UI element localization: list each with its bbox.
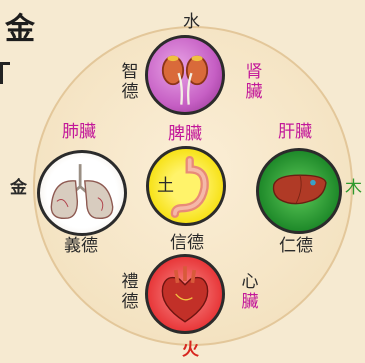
spleen-organ-label: 脾臟: [168, 124, 202, 144]
heart-virtue-char-2: 德: [120, 292, 140, 312]
heart-organ-char-1: 心: [240, 272, 260, 292]
spleen-virtue-label: 信德: [170, 233, 204, 253]
liver-icon: [259, 151, 339, 231]
element-metal-label: 金: [10, 178, 27, 198]
element-fire-label: 火: [182, 340, 199, 360]
heart-organ-char-2: 臟: [240, 292, 260, 312]
element-wood-label: 木: [345, 178, 362, 198]
liver-organ-label: 肝臟: [278, 122, 312, 142]
corner-fragment: [0, 62, 10, 84]
liver-virtue-label: 仁德: [279, 236, 313, 256]
kidney-icon: [148, 38, 222, 112]
corner-logo: 金: [5, 4, 35, 48]
lung-virtue-label: 義德: [64, 236, 98, 256]
lung-organ-label: 肺臟: [62, 122, 96, 142]
heart-circle: [145, 254, 225, 334]
liver-circle: [256, 148, 342, 234]
kidney-virtue-char-1: 智: [120, 62, 140, 82]
kidney-circle: [145, 35, 225, 115]
kidney-virtue-char-2: 德: [120, 82, 140, 102]
heart-virtue-char-1: 禮: [120, 272, 140, 292]
lung-icon: [40, 153, 124, 233]
heart-icon: [148, 257, 222, 331]
kidney-organ-char-1: 肾: [244, 62, 264, 82]
element-water-label: 水: [183, 12, 200, 32]
lung-circle: [37, 150, 127, 236]
earth-element-label: 土: [157, 176, 174, 196]
kidney-organ-char-2: 臟: [244, 82, 264, 102]
